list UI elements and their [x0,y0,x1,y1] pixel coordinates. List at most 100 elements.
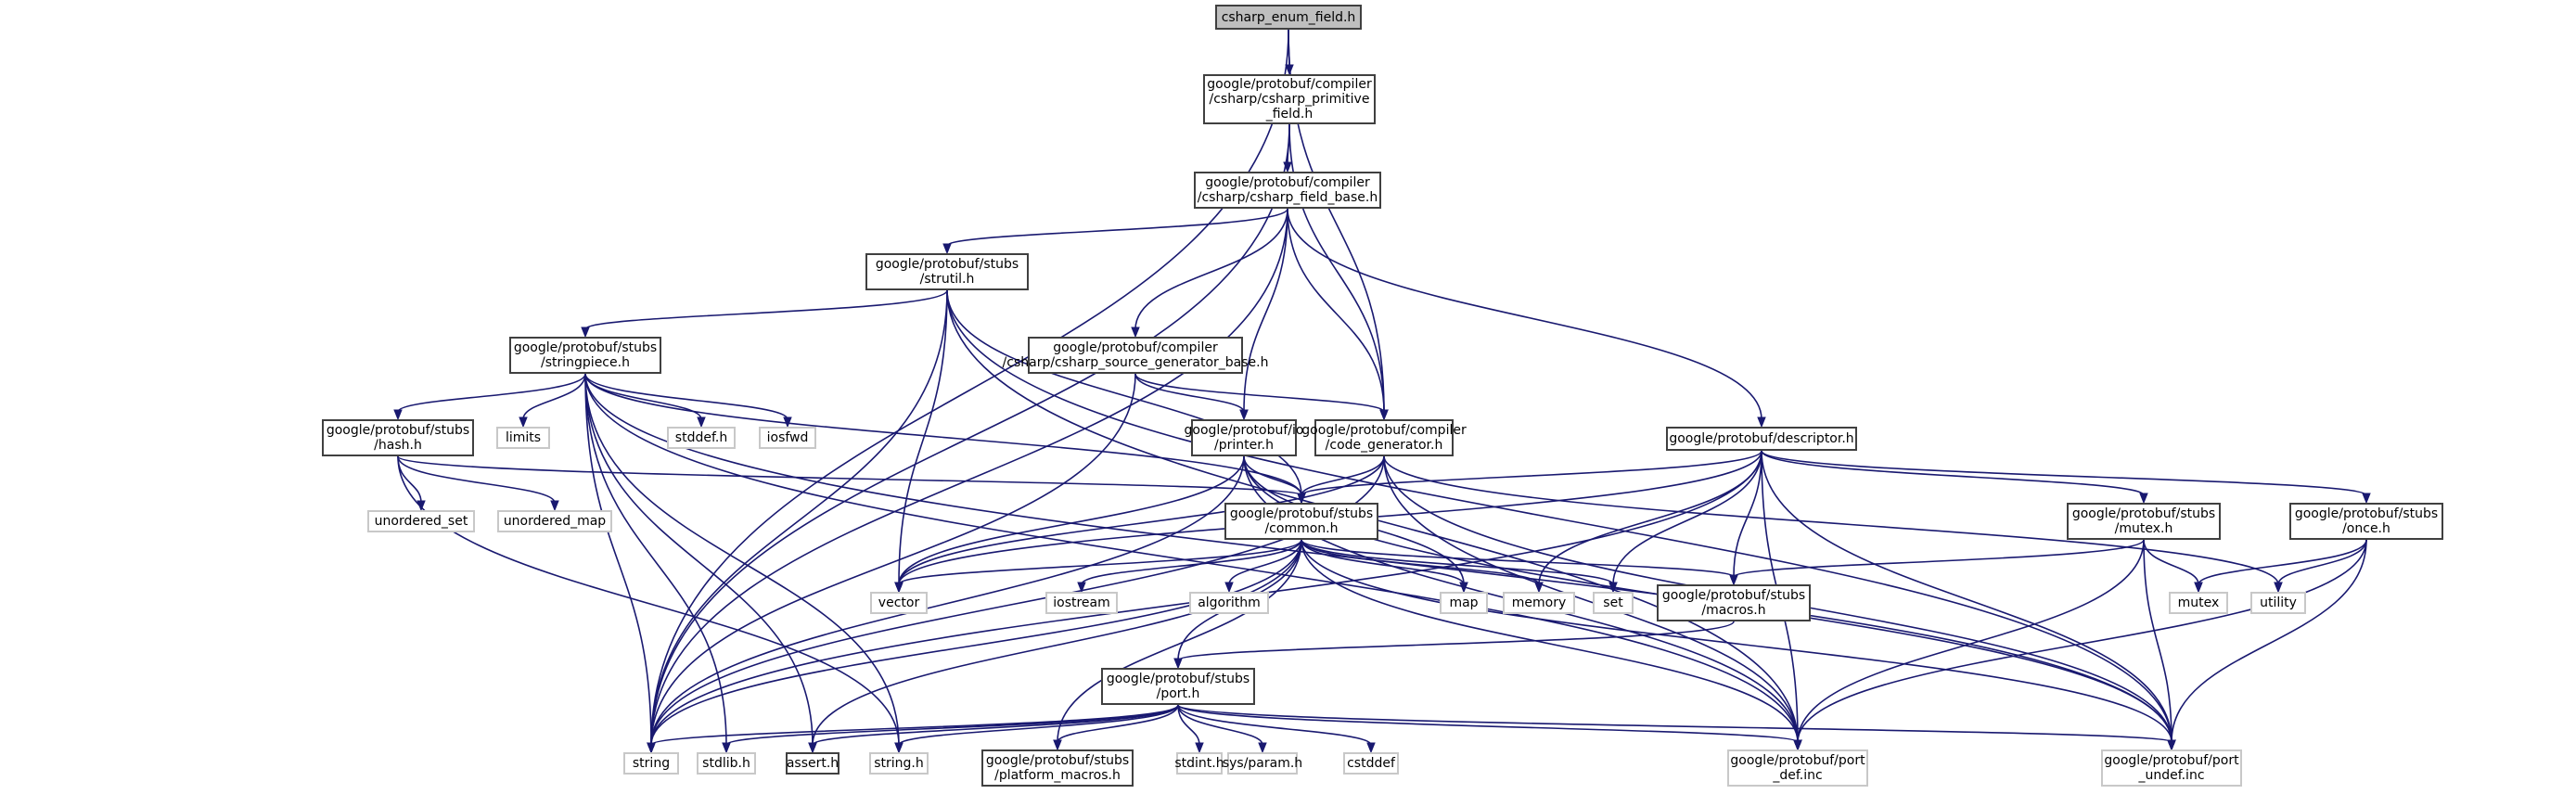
edge-printer-to-vector [898,455,1245,585]
arrowhead-hash-to-umap [550,500,559,512]
node-mutex[interactable]: mutex [2169,592,2228,614]
edge-printer-to-string [650,455,1245,746]
edge-common-to-string [650,539,1302,746]
edge-common-to-memory [1301,539,1540,585]
edge-port-to-stdlib [725,704,1179,746]
node-stdlib[interactable]: stdlib.h [697,752,756,775]
edge-sp-to-stringh [584,373,900,746]
edge-strutil-to-common [946,289,1302,496]
arrowhead-port-to-stdlib [722,742,731,754]
arrowhead-strutil-to-sp [581,327,590,339]
node-once[interactable]: google/protobuf/stubs /once.h [2289,503,2443,540]
edge-desc-to-common [1301,450,1762,496]
edge-strutil-to-sp [584,289,948,330]
edge-srcgen-to-codegen [1134,373,1385,413]
edge-fbase-to-string [650,208,1288,746]
node-strutil[interactable]: google/protobuf/stubs /strutil.h [865,253,1029,290]
node-mutexh[interactable]: google/protobuf/stubs /mutex.h [2067,503,2221,540]
edge-desc-to-once [1761,450,2367,496]
edge-macros-to-port [1177,621,1735,661]
edge-common-to-algorithm [1228,539,1302,585]
arrowhead-common-to-iostream [1077,582,1086,594]
edge-sp-to-hash [397,373,586,413]
edge-fbase-to-desc [1287,208,1762,420]
arrowhead-mutexh-to-macros [1729,574,1738,586]
node-string[interactable]: string [623,752,679,775]
node-map[interactable]: map [1440,592,1488,614]
edge-port-to-portundef [1177,704,2172,743]
node-stddef[interactable]: stddef.h [667,427,736,449]
edge-fbase-to-srcgen [1134,208,1288,330]
node-sysparam[interactable]: sys/param.h [1223,752,1302,775]
arrowhead-port-to-sysparam [1258,742,1267,754]
edge-codegen-to-vector [898,455,1385,585]
edge-fbase-to-printer [1243,208,1288,413]
node-hash[interactable]: google/protobuf/stubs /hash.h [322,419,474,456]
arrowhead-sp-to-limits [519,416,528,429]
edge-desc-to-memory [1538,450,1762,585]
node-macros[interactable]: google/protobuf/stubs /macros.h [1657,584,1811,621]
node-portundef[interactable]: google/protobuf/port _undef.inc [2101,749,2242,787]
edge-sp-to-string [584,373,652,746]
node-umap[interactable]: unordered_map [497,510,612,532]
edge-common-to-map [1301,539,1465,585]
node-root[interactable]: csharp_enum_field.h [1215,5,1362,30]
edge-once-to-mutex [2198,539,2367,585]
edge-common-to-iostream [1081,539,1302,585]
node-iostream[interactable]: iostream [1045,592,1118,614]
node-memory[interactable]: memory [1503,592,1575,614]
arrowhead-fbase-to-desc [1757,416,1766,429]
node-vector[interactable]: vector [870,592,928,614]
edge-hash-to-umap [397,455,556,504]
arrowhead-fbase-to-strutil [942,243,952,255]
node-set[interactable]: set [1593,592,1634,614]
arrowhead-desc-to-mutexh [2139,493,2148,505]
arrowhead-srcgen-to-codegen [1379,409,1389,421]
node-printer[interactable]: google/protobuf/io /printer.h [1185,419,1303,456]
node-stringh[interactable]: string.h [869,752,929,775]
edge-common-to-platmac [1057,539,1302,743]
edge-port-to-string [650,704,1179,746]
arrowhead-desc-to-once [2362,493,2371,505]
node-fbase[interactable]: google/protobuf/compiler /csharp/csharp_… [1194,172,1381,209]
node-portdef[interactable]: google/protobuf/port _def.inc [1727,749,1868,787]
edge-sp-to-stddef [584,373,702,420]
edge-common-to-portdef [1301,539,1799,743]
node-limits[interactable]: limits [496,427,550,449]
node-utility[interactable]: utility [2250,592,2306,614]
arrowhead-common-to-map [1459,582,1468,594]
node-stdint[interactable]: stdint.h [1174,752,1224,775]
arrowhead-port-to-stdint [1195,742,1204,754]
edge-printer-to-common [1243,455,1302,496]
edge-codegen-to-portdef [1383,455,1799,743]
node-uset[interactable]: unordered_set [367,510,475,532]
node-algorithm[interactable]: algorithm [1189,592,1269,614]
edge-strutil-to-portundef [946,289,2172,743]
node-prim[interactable]: google/protobuf/compiler /csharp/csharp_… [1203,74,1376,124]
edge-prim-to-codegen [1288,123,1385,413]
arrowhead-once-to-mutex [2194,582,2203,594]
edge-desc-to-mutexh [1761,450,2145,496]
node-codegen[interactable]: google/protobuf/compiler /code_generator… [1301,419,1467,456]
edge-sp-to-iosfwd [584,373,788,420]
edge-port-to-assert [812,704,1179,746]
node-sp[interactable]: google/protobuf/stubs /stringpiece.h [509,337,661,374]
edge-port-to-portdef [1177,704,1799,743]
node-srcgen[interactable]: google/protobuf/compiler /csharp/csharp_… [1003,337,1268,374]
arrowhead-port-to-stringh [894,742,904,754]
node-iosfwd[interactable]: iosfwd [759,427,816,449]
node-desc[interactable]: google/protobuf/descriptor.h [1666,427,1857,451]
edge-common-to-macros [1301,539,1735,578]
arrowhead-sp-to-stddef [697,416,706,429]
node-port[interactable]: google/protobuf/stubs /port.h [1101,668,1255,705]
node-cstddef[interactable]: cstddef [1343,752,1399,775]
edge-sp-to-assert [584,373,814,746]
edge-desc-to-set [1612,450,1762,585]
arrowhead-common-to-algorithm [1224,582,1234,594]
edge-port-to-cstddef [1177,704,1372,746]
arrowhead-common-to-set [1608,582,1618,594]
node-common[interactable]: google/protobuf/stubs /common.h [1224,503,1378,540]
node-assert[interactable]: assert.h [786,752,839,775]
edge-desc-to-portundef [1761,450,2172,743]
node-platmac[interactable]: google/protobuf/stubs /platform_macros.h [981,749,1134,787]
